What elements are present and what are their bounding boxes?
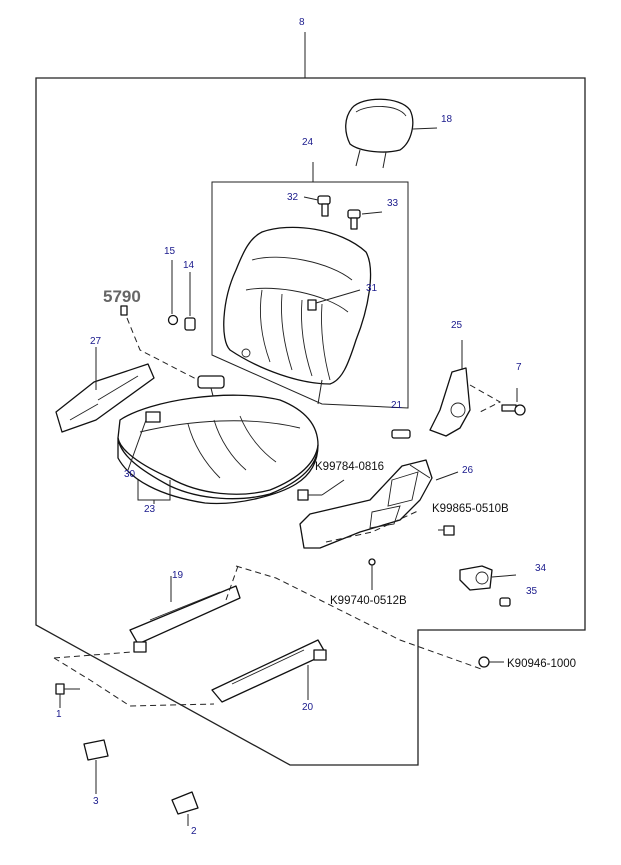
- screw-k99740[interactable]: [368, 558, 376, 590]
- part-number-k99784: K99784-0816: [315, 461, 384, 473]
- bolt-7[interactable]: [501, 388, 526, 416]
- nut-15[interactable]: [167, 260, 179, 326]
- callout-26: 26: [462, 465, 474, 476]
- callout-3: 3: [93, 796, 99, 807]
- seatback-frame: [211, 181, 409, 409]
- callout-27: 27: [90, 336, 102, 347]
- trim-21[interactable]: [391, 429, 411, 439]
- callout-1: 1: [56, 709, 62, 720]
- reference-code: 5790: [103, 287, 141, 306]
- seatback-cushion[interactable]: [223, 226, 372, 405]
- clip-35[interactable]: [499, 597, 511, 607]
- callout-34: 34: [535, 563, 547, 574]
- callout-30: 30: [124, 469, 136, 480]
- assembly-frame: [35, 77, 586, 766]
- clip-32[interactable]: [303, 195, 331, 217]
- clip-33[interactable]: [347, 209, 383, 230]
- callout-14: 14: [183, 260, 195, 271]
- tag-31[interactable]: [307, 289, 361, 311]
- bolt-14[interactable]: [184, 272, 196, 331]
- screw-k99865[interactable]: [438, 525, 455, 536]
- callout-20: 20: [302, 702, 314, 713]
- seat-rail-20[interactable]: [211, 639, 327, 703]
- part-number-k90946: K90946-1000: [507, 658, 576, 670]
- callout-19: 19: [172, 570, 184, 581]
- cover-34[interactable]: [459, 565, 517, 591]
- callout-25: 25: [451, 320, 463, 331]
- side-shield-26[interactable]: [299, 459, 459, 549]
- callout-7: 7: [516, 362, 522, 373]
- callout-frame: 8: [299, 17, 305, 28]
- side-cover-left[interactable]: [55, 347, 155, 433]
- callout-15: 15: [164, 246, 176, 257]
- bolt-1[interactable]: [55, 683, 80, 708]
- seat-cushion[interactable]: [117, 394, 319, 505]
- callout-31: 31: [366, 283, 378, 294]
- headrest[interactable]: [345, 98, 438, 169]
- callout-2: 2: [191, 826, 197, 837]
- ref-tag: [120, 305, 128, 316]
- callout-33: 33: [387, 198, 399, 209]
- recliner-25[interactable]: [429, 340, 502, 437]
- part-number-k99740: K99740-0512B: [330, 595, 407, 607]
- callout-23: 23: [144, 504, 156, 515]
- screw-k99784[interactable]: [297, 479, 345, 501]
- seat-rail-19[interactable]: [129, 576, 241, 653]
- callout-35: 35: [526, 586, 538, 597]
- cap-3[interactable]: [83, 739, 109, 794]
- callout-32: 32: [287, 192, 299, 203]
- part-number-k99865: K99865-0510B: [432, 503, 509, 515]
- cap-2[interactable]: [171, 791, 199, 826]
- callout-18: 18: [441, 114, 453, 125]
- callout-24: 24: [302, 137, 314, 148]
- seat-buckle[interactable]: [197, 375, 225, 401]
- callout-21: 21: [391, 400, 403, 411]
- nut-k90946[interactable]: [478, 656, 504, 668]
